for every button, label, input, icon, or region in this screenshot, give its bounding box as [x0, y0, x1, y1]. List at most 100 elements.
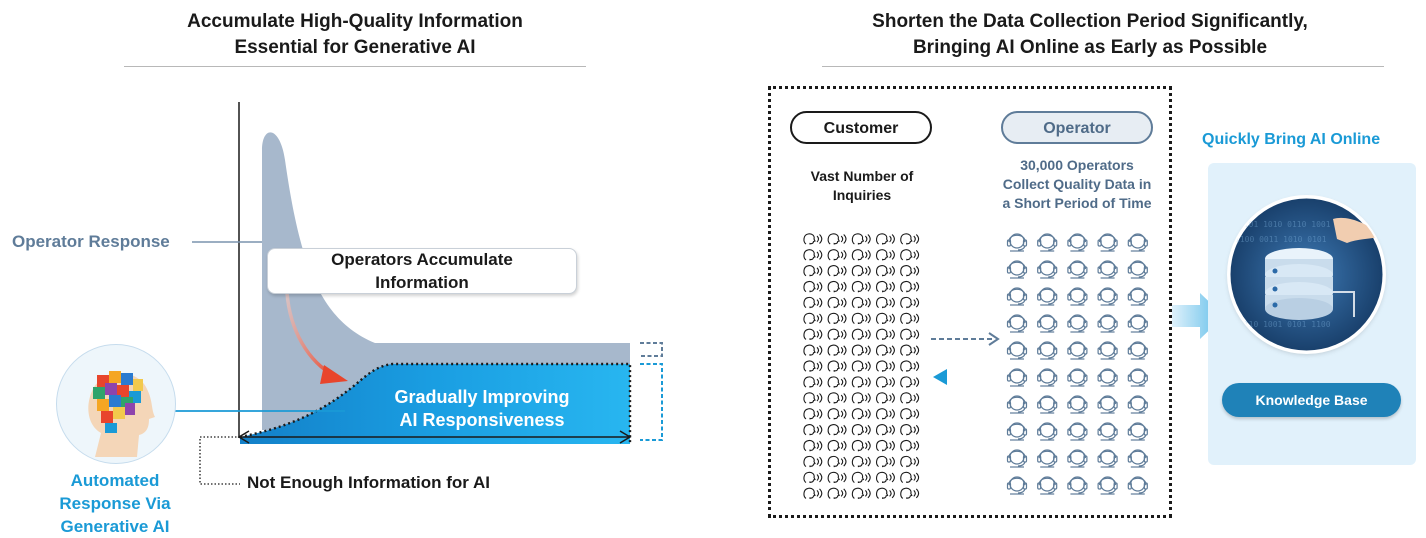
- customer-label: Customer: [790, 111, 932, 144]
- headset-icon: [1006, 233, 1028, 252]
- ai-bracket: [640, 363, 663, 441]
- speaking-head-icon: [876, 439, 895, 452]
- speaking-head-icon: [827, 280, 847, 293]
- speaking-head-icon: [876, 328, 895, 340]
- speaking-head-icon: [876, 265, 895, 277]
- speaking-head-icon: [900, 471, 920, 483]
- headset-icon: [1006, 341, 1028, 360]
- headset-icon: [1127, 449, 1148, 468]
- speaking-head-icon: [803, 296, 823, 309]
- right-title-divider: [822, 66, 1384, 67]
- left-title: Accumulate High-Quality Information Esse…: [187, 11, 523, 58]
- headset-icon: [1006, 449, 1028, 468]
- speaking-head-icon: [900, 280, 920, 293]
- speaking-head-icon: [803, 312, 823, 324]
- data-collection-frame: [768, 86, 1172, 518]
- speaking-head-icon: [803, 424, 823, 436]
- customer-icon-grid: [802, 232, 927, 499]
- left-title-divider: [124, 66, 586, 67]
- headset-icon: [1097, 368, 1118, 387]
- headset-icon: [1006, 260, 1028, 279]
- speaking-head-icon: [900, 487, 920, 499]
- speaking-head-icon: [876, 360, 895, 372]
- headset-icon: [1037, 314, 1058, 333]
- headset-icon: [1067, 422, 1088, 441]
- svg-text:0101 1010 0110 1001: 0101 1010 0110 1001: [1239, 220, 1331, 229]
- speaking-head-icon: [851, 424, 871, 436]
- speaking-head-icon: [827, 328, 847, 340]
- speaking-head-icon: [827, 312, 847, 324]
- speaking-head-icon: [851, 376, 871, 388]
- speaking-head-icon: [851, 487, 871, 499]
- headset-icon: [1037, 368, 1058, 387]
- speaking-head-icon: [900, 424, 920, 436]
- headset-icon: [1067, 449, 1088, 468]
- headset-icon: [1006, 395, 1028, 414]
- exchange-arrows: [931, 332, 1003, 385]
- speaking-head-icon: [827, 376, 847, 388]
- speaking-head-icon: [900, 455, 920, 468]
- operator-icons: [1006, 233, 1148, 495]
- speaking-head-icon: [900, 312, 920, 324]
- speaking-head-icon: [900, 233, 920, 245]
- headset-icon: [1097, 422, 1118, 441]
- speaking-head-icon: [876, 392, 895, 404]
- speaking-head-icon: [851, 265, 871, 277]
- ai-responsiveness-label: Gradually Improving AI Responsiveness: [394, 387, 570, 430]
- speaking-head-icon: [803, 265, 823, 277]
- not-enough-connector: [199, 436, 240, 485]
- speaking-head-icon: [827, 360, 847, 372]
- headset-icon: [1067, 287, 1088, 306]
- speaking-head-icon: [827, 344, 847, 356]
- speaking-head-icon: [827, 265, 847, 277]
- speaking-head-icon: [876, 408, 895, 420]
- speaking-head-icon: [851, 344, 871, 356]
- headset-icon: [1127, 395, 1148, 414]
- speaking-head-icon: [900, 392, 920, 404]
- speaking-head-icon: [876, 249, 895, 261]
- knowledge-base-button[interactable]: Knowledge Base: [1222, 383, 1401, 417]
- speaking-head-icon: [900, 328, 920, 340]
- speaking-head-icon: [900, 360, 920, 372]
- speaking-head-icon: [827, 296, 847, 309]
- speaking-head-icon: [803, 328, 823, 340]
- headset-icon: [1006, 287, 1028, 306]
- speaking-head-icon: [827, 408, 847, 420]
- headset-icon: [1097, 314, 1118, 333]
- headset-icon: [1037, 233, 1058, 252]
- headset-icon: [1097, 476, 1118, 495]
- headset-icon: [1037, 449, 1058, 468]
- speaking-head-icon: [876, 455, 895, 468]
- operator-description: 30,000 Operators Collect Quality Data in…: [1002, 157, 1152, 211]
- speaking-head-icon: [851, 455, 871, 468]
- speaking-head-icon: [900, 439, 920, 452]
- speaking-head-icon: [803, 471, 823, 483]
- operator-icon-grid: [1006, 230, 1151, 500]
- headset-icon: [1097, 287, 1118, 306]
- speaking-head-icon: [851, 328, 871, 340]
- speaking-head-icon: [876, 471, 895, 483]
- headset-icon: [1127, 476, 1148, 495]
- operator-label: Operator: [1001, 111, 1153, 144]
- speaking-head-icon: [876, 487, 895, 499]
- speaking-head-icon: [827, 439, 847, 452]
- speaking-head-icon: [876, 424, 895, 436]
- headset-icon: [1097, 395, 1118, 414]
- speaking-head-icon: [876, 280, 895, 293]
- speaking-head-icon: [876, 344, 895, 356]
- speaking-head-icon: [851, 233, 871, 245]
- speaking-head-icon: [851, 392, 871, 404]
- speaking-head-icon: [900, 376, 920, 388]
- headset-icon: [1127, 233, 1148, 252]
- speaking-head-icon: [827, 471, 847, 483]
- headset-icon: [1097, 341, 1118, 360]
- headset-icon: [1067, 233, 1088, 252]
- speaking-head-icon: [803, 392, 823, 404]
- headset-icon: [1037, 422, 1058, 441]
- headset-icon: [1097, 233, 1118, 252]
- headset-icon: [1067, 395, 1088, 414]
- headset-icon: [1067, 368, 1088, 387]
- operator-response-area: [262, 132, 630, 430]
- speaking-head-icon: [803, 439, 823, 452]
- headset-icon: [1127, 287, 1148, 306]
